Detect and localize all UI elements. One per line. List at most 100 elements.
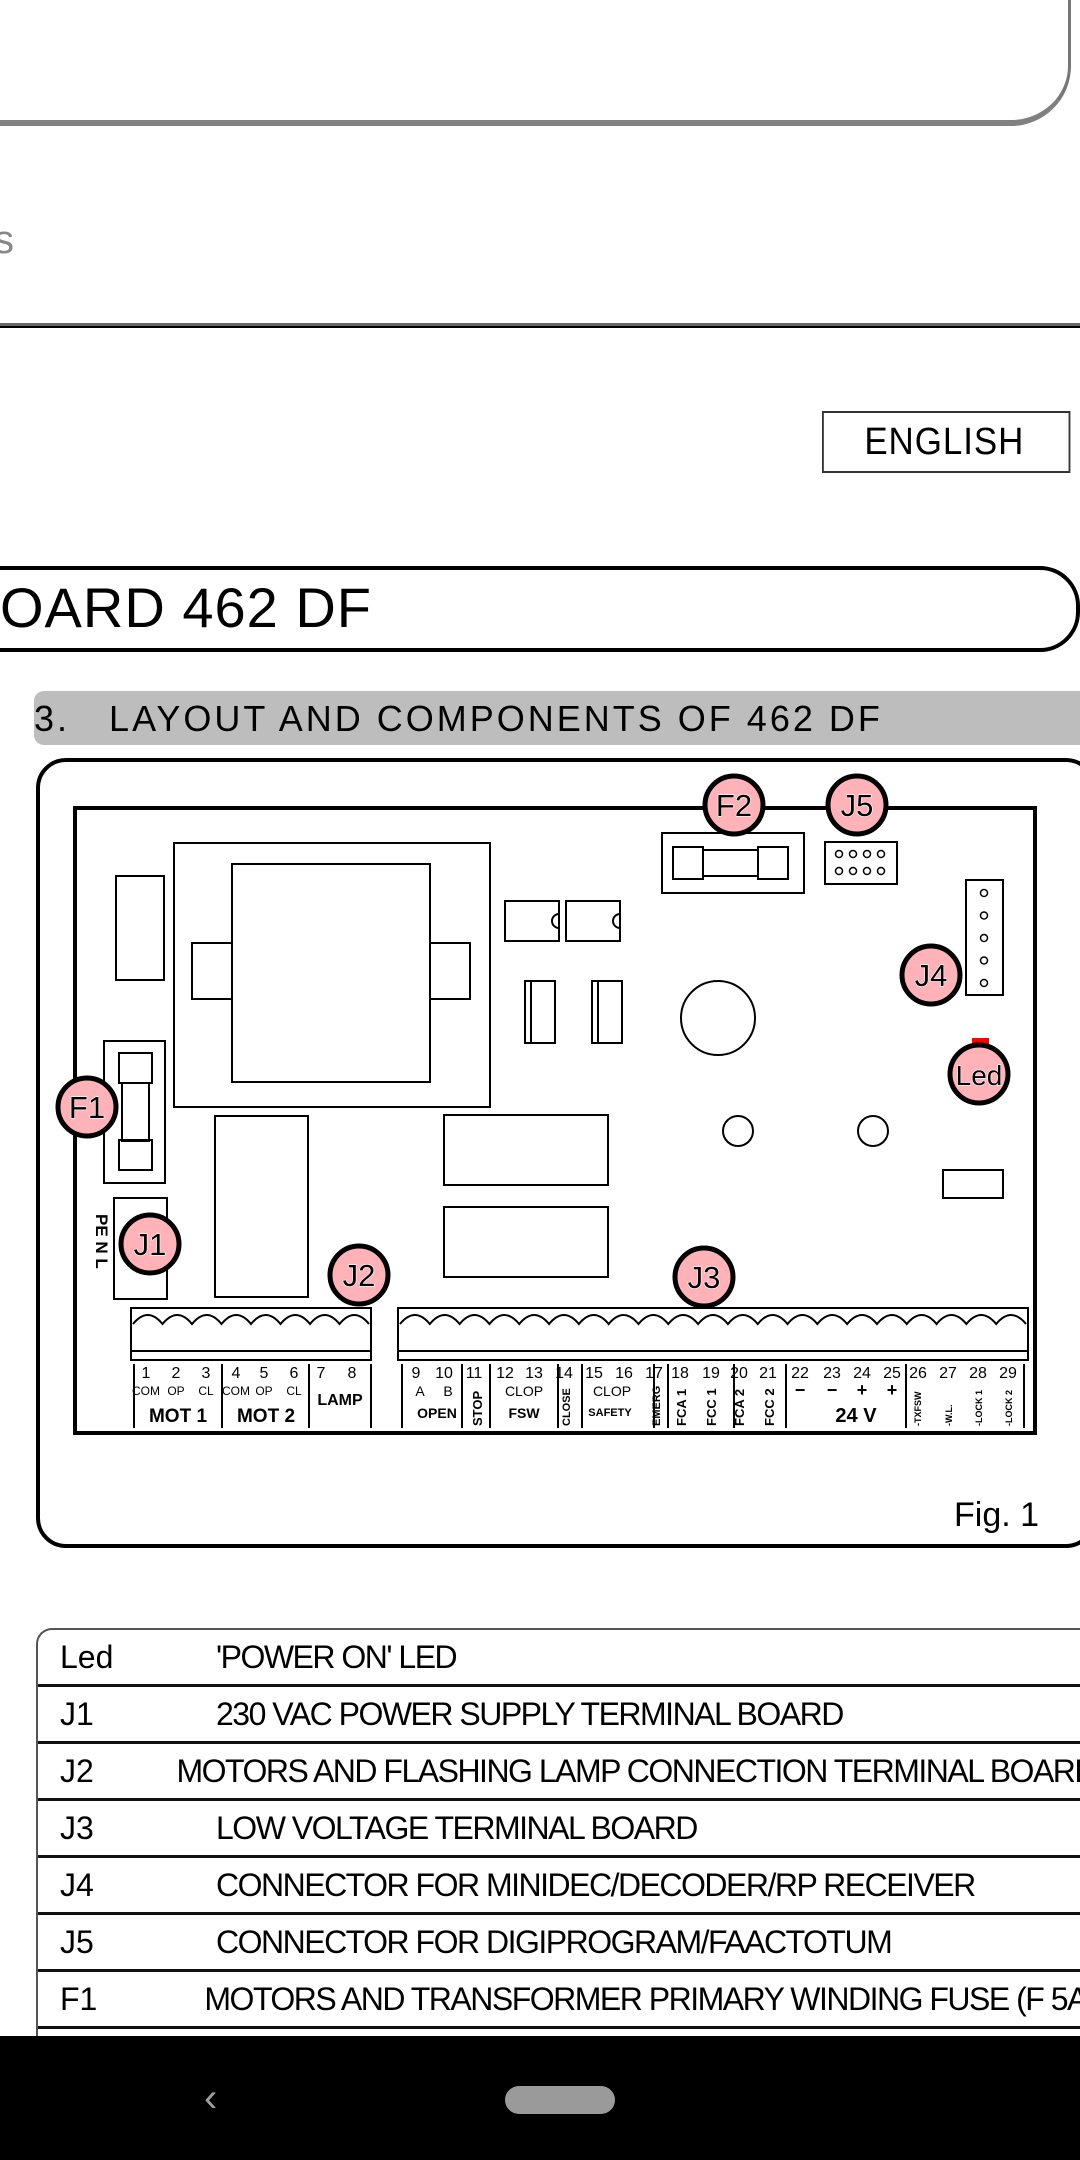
terminal-polarity: +: [857, 1380, 868, 1400]
terminal-number: 1: [142, 1365, 151, 1382]
component-code: F1: [60, 1980, 98, 2017]
terminal-group-label: FSW: [508, 1405, 540, 1421]
component-description: 230 VAC POWER SUPPLY TERMINAL BOARD: [216, 1695, 844, 1732]
ic-notch: [551, 913, 560, 929]
relay: [443, 1114, 609, 1186]
component-description: CONNECTOR FOR MINIDEC/DECODER/RP RECEIVE…: [216, 1866, 976, 1903]
component-code: J2: [60, 1752, 94, 1789]
j3-terminal-block: [397, 1307, 1029, 1361]
terminal-number: 24: [853, 1365, 871, 1382]
terminal-vertical-label: FCA 2: [732, 1389, 747, 1426]
component-rect: [115, 875, 165, 981]
callout-badge: [327, 1243, 391, 1307]
fuse-f2-body: [702, 849, 759, 877]
terminal-group-label: LAMP: [317, 1392, 363, 1409]
terminal-number: 16: [615, 1365, 633, 1382]
terminal-number: 6: [290, 1365, 299, 1382]
transformer-frame: [173, 842, 491, 1108]
terminal-number: 22: [791, 1365, 809, 1382]
terminal-sublabel: CL: [286, 1384, 302, 1398]
terminal-vertical-label: CLOSE: [561, 1388, 573, 1426]
callout-badge: [825, 773, 889, 837]
j5-pin: [876, 849, 886, 859]
terminal-vertical-label: -TXFSW: [913, 1391, 923, 1426]
callout-j4: J4: [899, 943, 963, 1007]
terminal-group-label: OPEN: [417, 1405, 457, 1421]
callout-j5: J5: [825, 773, 889, 837]
terminal-number: 29: [999, 1365, 1017, 1382]
section-title: LAYOUT AND COMPONENTS OF 462 DF: [109, 698, 883, 739]
language-tag: ENGLISH: [822, 411, 1071, 473]
terminal-number: 18: [671, 1365, 689, 1382]
callout-label: J3: [688, 1260, 721, 1295]
callout-badge: [702, 773, 766, 837]
terminal-number: 7: [317, 1365, 326, 1382]
led-indicator: [972, 1038, 989, 1047]
component-code: J3: [60, 1809, 94, 1846]
j3-screw-row: [399, 1314, 1027, 1326]
ic-chip: [504, 900, 560, 942]
j5-pin: [834, 866, 844, 876]
terminal-number: 14: [555, 1365, 573, 1382]
terminal-sublabel: B: [443, 1383, 452, 1399]
terminal-number: 3: [202, 1365, 211, 1382]
j4-connector: [965, 879, 1004, 996]
round-component: [680, 980, 756, 1056]
fuse-f2-cap: [757, 846, 789, 880]
terminal-group-label: 24 V: [835, 1405, 877, 1427]
callout-j3: J3: [672, 1245, 736, 1309]
j5-pin: [848, 866, 858, 876]
terminal-vertical-label: -LOCK 2: [1004, 1390, 1014, 1426]
terminal-vertical-label: -LOCK 1: [974, 1390, 984, 1426]
j1-pin-labels: PE N L: [92, 1214, 111, 1269]
terminal-vertical-label: FCA 1: [674, 1389, 689, 1426]
fuse-f2-holder: [661, 832, 805, 894]
terminal-number: 15: [585, 1365, 603, 1382]
callout-label: J1: [134, 1227, 167, 1262]
terminal-group-label: MOT 1: [149, 1406, 207, 1427]
j5-connector: [824, 841, 898, 885]
terminal-number: 11: [466, 1365, 483, 1382]
terminal-number: 21: [759, 1365, 777, 1382]
terminal-group-label: MOT 2: [237, 1406, 295, 1427]
callout-label: Led: [956, 1060, 1003, 1091]
terminal-number: 9: [412, 1365, 421, 1382]
terminal-sublabel: COM: [222, 1384, 250, 1398]
relay: [443, 1206, 609, 1278]
terminal-vertical-label: EMERG: [651, 1386, 663, 1426]
capacitor: [524, 980, 556, 1044]
fuse-f1-cap: [118, 1052, 153, 1084]
terminal-sublabel: OP: [255, 1384, 272, 1398]
j5-pin: [834, 849, 844, 859]
j2-screw-row: [132, 1314, 370, 1326]
callout-badge: [899, 943, 963, 1007]
terminal-sublabel: CL: [198, 1384, 214, 1398]
terminal-number: 4: [232, 1365, 241, 1382]
terminal-number: 25: [883, 1365, 901, 1382]
transformer-tab: [191, 942, 233, 1000]
callout-led: Led: [947, 1042, 1011, 1106]
j4-pin: [979, 888, 989, 898]
home-pill-button[interactable]: [505, 2086, 615, 2114]
terminal-number: 27: [939, 1365, 957, 1382]
terminal-vertical-label: FCC 2: [762, 1388, 777, 1426]
terminal-number: 23: [823, 1365, 841, 1382]
component-code: J5: [60, 1923, 94, 1960]
terminal-number: 13: [525, 1365, 543, 1382]
ic-notch: [612, 913, 621, 929]
terminal-number: 20: [730, 1365, 748, 1382]
component-description: MOTORS AND TRANSFORMER PRIMARY WINDING F…: [204, 1980, 1080, 2017]
callout-f2: F2: [702, 773, 766, 837]
component-rect: [942, 1169, 1004, 1199]
j5-pin: [862, 866, 872, 876]
capacitor: [591, 980, 623, 1044]
title-frame: [0, 566, 1080, 652]
figure-label: Fig. 1: [954, 1496, 1040, 1534]
callout-j2: J2: [327, 1243, 391, 1307]
component-description: CONNECTOR FOR DIGIPROGRAM/FAACTOTUM: [216, 1923, 893, 1960]
back-icon[interactable]: ‹: [204, 2076, 218, 2120]
